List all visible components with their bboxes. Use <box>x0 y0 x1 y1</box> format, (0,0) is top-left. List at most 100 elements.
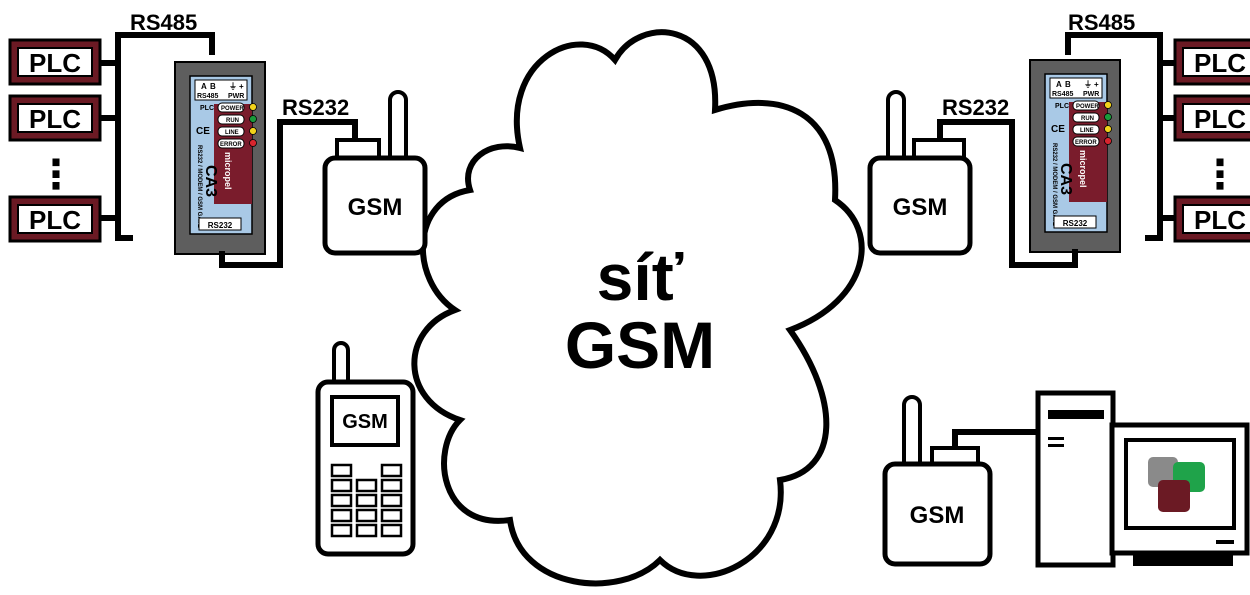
gsm-cloud-shape <box>411 29 865 587</box>
desktop-computer-icon <box>1035 390 1250 568</box>
phone-key <box>380 493 403 508</box>
plc-box: PLC <box>1173 195 1250 243</box>
led-label-error: ERROR <box>220 142 242 148</box>
rs485-label: RS485 <box>1068 10 1135 35</box>
module-rs485-label: RS485 <box>197 93 219 100</box>
gsm-label: GSM <box>893 194 948 221</box>
module-model: CA3 <box>202 165 219 197</box>
module-pwr-label: PWR <box>1083 91 1099 98</box>
plc-box: PLC <box>1173 94 1250 142</box>
phone-key <box>330 523 353 538</box>
phone-key <box>330 493 353 508</box>
rs232-label: RS232 <box>942 95 1009 120</box>
led-indicator-red <box>1104 137 1112 145</box>
plc-label: PLC <box>29 205 81 235</box>
plc-box: PLC <box>8 38 102 86</box>
module-side-text: RS232 / MODEM / GSM GATE <box>1051 143 1057 226</box>
module-plc-label: PLC <box>1055 103 1069 110</box>
module-model: CA3 <box>1057 163 1074 195</box>
led-row-error: ERROR <box>217 138 257 149</box>
module-top-b: B <box>210 82 216 91</box>
phone-key <box>355 523 378 538</box>
led-label-power: POWER <box>221 106 244 112</box>
phone-key <box>380 523 403 538</box>
module-top-a: A <box>201 82 207 91</box>
phone-key <box>355 478 378 493</box>
computer-tower <box>1035 390 1116 568</box>
led-indicator-green <box>1104 113 1112 121</box>
led-row-line: LINE <box>217 126 257 137</box>
left-plc-group: PLC PLC ⋮ PLC RS485 <box>8 10 215 243</box>
computer-keyboard <box>1133 552 1233 566</box>
rs232-label: RS232 <box>282 95 349 120</box>
led-row-run: RUN <box>217 114 257 125</box>
ca3-module-left: A B ⏚ + RS485 PWR PLC POWER RUN LINE ERR… <box>174 61 266 255</box>
cloud-label-line1: síť <box>597 240 684 314</box>
led-indicator-yellow <box>249 127 257 135</box>
phone-key <box>330 463 353 478</box>
plc-box: PLC <box>8 195 102 243</box>
phone-key <box>380 478 403 493</box>
cloud-label-line2: GSM <box>565 308 715 382</box>
led-row-line: LINE <box>1072 124 1112 135</box>
led-label-line: LINE <box>1080 128 1094 134</box>
led-indicator-red <box>249 139 257 147</box>
module-top-plus: + <box>1094 80 1099 89</box>
led-label-run: RUN <box>226 118 239 124</box>
module-top-minus: ⏚ <box>1084 80 1092 89</box>
led-row-run: RUN <box>1072 112 1112 123</box>
module-rs485-label: RS485 <box>1052 91 1074 98</box>
module-bottom-label: RS232 <box>208 221 233 230</box>
plc-label: PLC <box>1194 205 1246 235</box>
phone-key <box>380 463 403 478</box>
gsm-modem-left: GSM <box>322 90 428 256</box>
led-indicator-green <box>249 115 257 123</box>
gsm-modem-right: GSM <box>867 90 973 256</box>
led-indicator-yellow <box>1104 125 1112 133</box>
module-bottom-label: RS232 <box>1063 219 1088 228</box>
rs485-label: RS485 <box>130 10 197 35</box>
led-label-error: ERROR <box>1075 140 1097 146</box>
led-indicator-yellow <box>1104 101 1112 109</box>
ce-mark: CE <box>196 126 210 137</box>
plc-label: PLC <box>29 104 81 134</box>
gsm-label: GSM <box>910 502 965 529</box>
gsm-modem-computer: GSM <box>882 395 993 567</box>
led-row-power: POWER <box>1072 100 1112 111</box>
module-side-text: RS232 / MODEM / GSM GATE <box>196 145 202 228</box>
phone-key <box>330 508 353 523</box>
gsm-label: GSM <box>348 194 403 221</box>
phone-key <box>355 508 378 523</box>
module-brand: micropel <box>1078 150 1088 188</box>
module-top-plus: + <box>239 82 244 91</box>
plc-label: PLC <box>1194 48 1246 78</box>
phone-key <box>380 508 403 523</box>
plc-box: PLC <box>1173 38 1250 86</box>
led-label-line: LINE <box>225 130 239 136</box>
module-pwr-label: PWR <box>228 93 244 100</box>
led-row-power: POWER <box>217 102 257 113</box>
module-top-b: B <box>1065 80 1071 89</box>
led-row-error: ERROR <box>1072 136 1112 147</box>
ellipsis-dots: ⋮ <box>36 153 76 197</box>
phone-keypad <box>330 463 403 538</box>
ellipsis-dots: ⋮ <box>1200 153 1240 197</box>
phone-screen-label: GSM <box>342 411 388 433</box>
ce-mark: CE <box>1051 124 1065 135</box>
module-plc-label: PLC <box>200 105 214 112</box>
right-plc-group: PLC PLC ⋮ PLC RS485 <box>1065 10 1250 243</box>
led-label-power: POWER <box>1076 104 1099 110</box>
module-top-minus: ⏚ <box>229 82 237 91</box>
phone-key <box>330 478 353 493</box>
plc-label: PLC <box>1194 104 1246 134</box>
module-top-a: A <box>1056 80 1062 89</box>
plc-box: PLC <box>8 94 102 142</box>
ca3-module-right: A B ⏚ + RS485 PWR PLC POWER RUN LINE ERR… <box>1029 59 1121 253</box>
led-label-run: RUN <box>1081 116 1094 122</box>
mobile-phone-icon: GSM <box>315 341 416 557</box>
module-brand: micropel <box>223 152 233 190</box>
plc-label: PLC <box>29 48 81 78</box>
led-indicator-yellow <box>249 103 257 111</box>
phone-key <box>355 493 378 508</box>
